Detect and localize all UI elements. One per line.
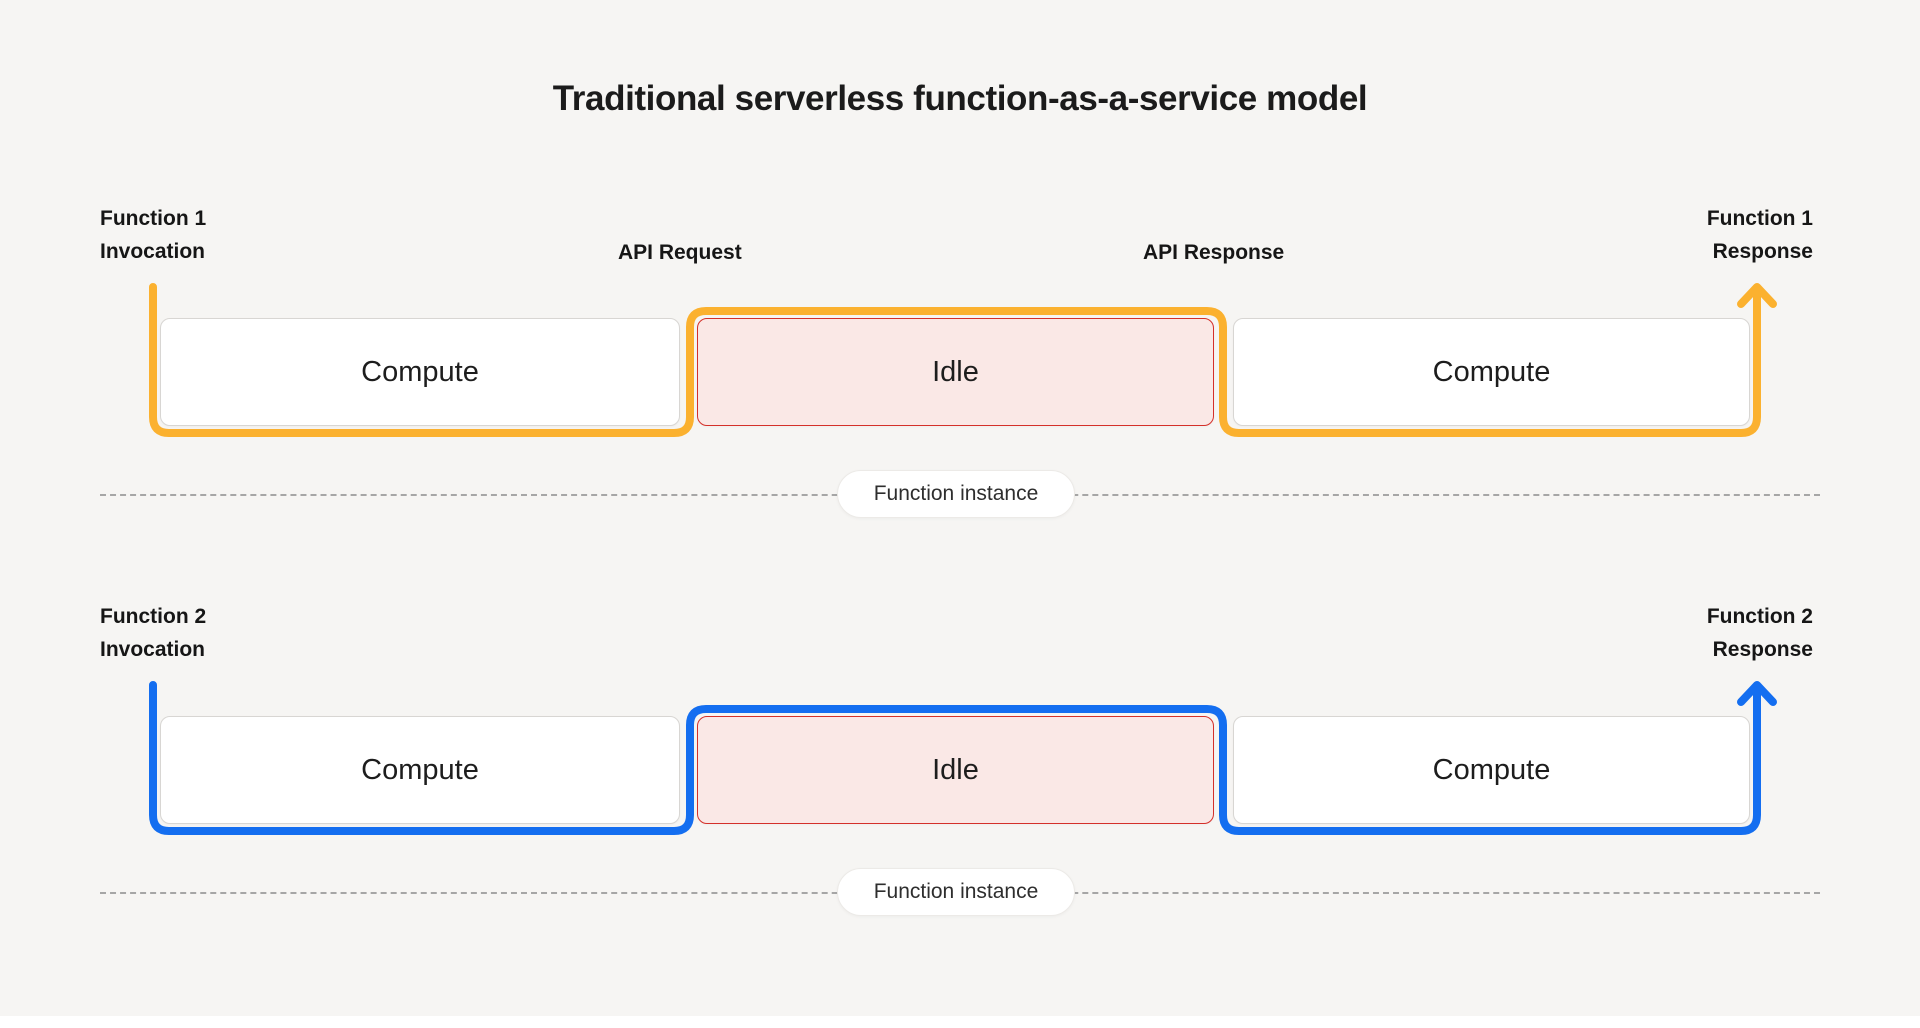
function-2-compute-block-1: Compute [160,716,680,824]
function-2-flow-path [149,681,1761,835]
function-1-response-label: Function 1 Response [1706,207,1813,263]
function-1-compute-block-2: Compute [1233,318,1750,426]
function-1-flow-arrow-svg [149,283,1777,437]
lane-function-1: Function 1 Invocation API Request API Re… [0,200,1920,540]
api-request-label: API Request [618,241,742,264]
function-2-response-label: Function 2 Response [1706,605,1813,661]
lane-function-2: Function 2 Invocation Function 2 Respons… [0,598,1920,938]
function-2-instance-badge: Function instance [837,868,1075,916]
api-response-label: API Response [1143,241,1285,264]
page-title: Traditional serverless function-as-a-ser… [552,79,1368,118]
function-1-arrow-up-icon [1737,283,1777,308]
function-1-invocation-label: Function 1 Invocation [100,207,207,263]
page-bottom-edge [0,1016,1920,1028]
function-2-flow-arrow-svg [149,681,1777,835]
function-1-instance-badge: Function instance [837,470,1075,518]
function-1-compute-block-1: Compute [160,318,680,426]
function-2-compute-block-2: Compute [1233,716,1750,824]
function-2-idle-block: Idle [697,716,1214,824]
function-1-flow-path [149,283,1761,437]
function-2-invocation-label: Function 2 Invocation [100,605,207,661]
function-2-arrow-up-icon [1737,681,1777,706]
function-1-idle-block: Idle [697,318,1214,426]
